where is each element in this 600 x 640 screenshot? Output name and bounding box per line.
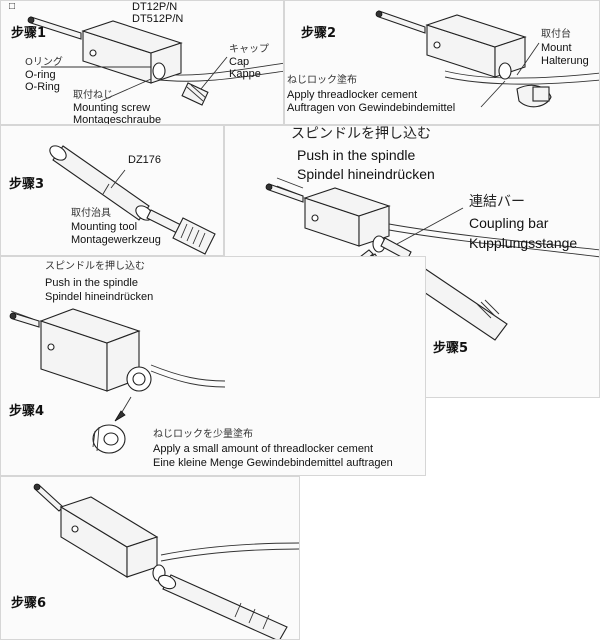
push-spindle-label-jp-4: スピンドルを押し込む [45, 261, 145, 272]
oring-label-jp: Oリング [25, 57, 63, 68]
step6-title: 步骤6 [11, 596, 47, 611]
cap-label-de: Kappe [229, 68, 261, 80]
step2-panel: 步骤2 取付台 Mount Halterung ねじロック塗布 Apply th… [284, 0, 600, 125]
apply-label-de: Eine kleine Menge Gewindebindemittel auf… [153, 457, 393, 469]
tool-label-en: Mounting tool [71, 221, 138, 233]
apply-label-jp: ねじロックを少量塗布 [153, 429, 253, 440]
step2-title: 步骤2 [301, 26, 337, 41]
step6-panel: 步骤6 [0, 476, 300, 640]
tool-label-de: Montagewerkzeug [71, 234, 161, 246]
screw-label-de: Montageschraube [73, 114, 162, 125]
step6-illustration [33, 483, 299, 639]
step3-illustration [49, 145, 216, 255]
push-spindle-label-en-4: Push in the spindle [45, 277, 138, 289]
step1-title: 步骤1 [11, 26, 47, 41]
coupling-bar-label-de: Kupplungsstange [469, 235, 578, 251]
step4-panel: スピンドルを押し込む Push in the spindle Spindel h… [0, 256, 426, 476]
dz176-label: DZ176 [128, 154, 162, 166]
screw-label-en: Mounting screw [73, 102, 151, 114]
coupling-bar-label-en: Coupling bar [469, 215, 549, 231]
step2-illustration [375, 10, 599, 108]
step3-panel: 步骤3 DZ176 取付治具 Mounting tool Montagewerk… [0, 125, 224, 256]
tool-label-jp: 取付治具 [71, 208, 111, 219]
cement-label-de: Auftragen von Gewindebindemittel [287, 102, 456, 114]
mount-label-de: Halterung [541, 55, 589, 67]
screw-label-jp: 取付ねじ [73, 90, 113, 101]
step4-title: 步骤4 [9, 404, 45, 419]
mount-label-en: Mount [541, 42, 572, 54]
step4-illustration [9, 308, 226, 454]
push-spindle-label-jp-5: スピンドルを押し込む [291, 126, 431, 142]
step3-title: 步骤3 [9, 177, 45, 192]
push-spindle-label-de-4: Spindel hineindrücken [45, 291, 154, 303]
cement-label-jp: ねじロック塗布 [287, 75, 357, 86]
step5-title: 步骤5 [433, 341, 469, 356]
cap-label-en: Cap [229, 56, 250, 68]
push-spindle-label-en-5: Push in the spindle [297, 147, 416, 163]
step1-panel: □ 步骤1 DT12P/N DT512P/N Oリング O-ring O-Rin… [0, 0, 284, 125]
apply-label-en: Apply a small amount of threadlocker cem… [153, 443, 374, 455]
corner-mark: □ [9, 1, 16, 12]
oring-label-en: O-ring [25, 69, 56, 81]
oring-label-de: O-Ring [25, 81, 60, 93]
push-spindle-label-de-5: Spindel hineindrücken [297, 166, 435, 182]
mount-label-jp: 取付台 [541, 29, 571, 40]
coupling-bar-label-jp: 連結バー [469, 194, 525, 210]
cement-label-en: Apply threadlocker cement [287, 89, 418, 101]
model-label-1: DT12P/N [132, 1, 178, 13]
cap-label-jp: キャップ [229, 44, 269, 55]
model-label-2: DT512P/N [132, 13, 184, 25]
step1-illustration [27, 16, 283, 106]
